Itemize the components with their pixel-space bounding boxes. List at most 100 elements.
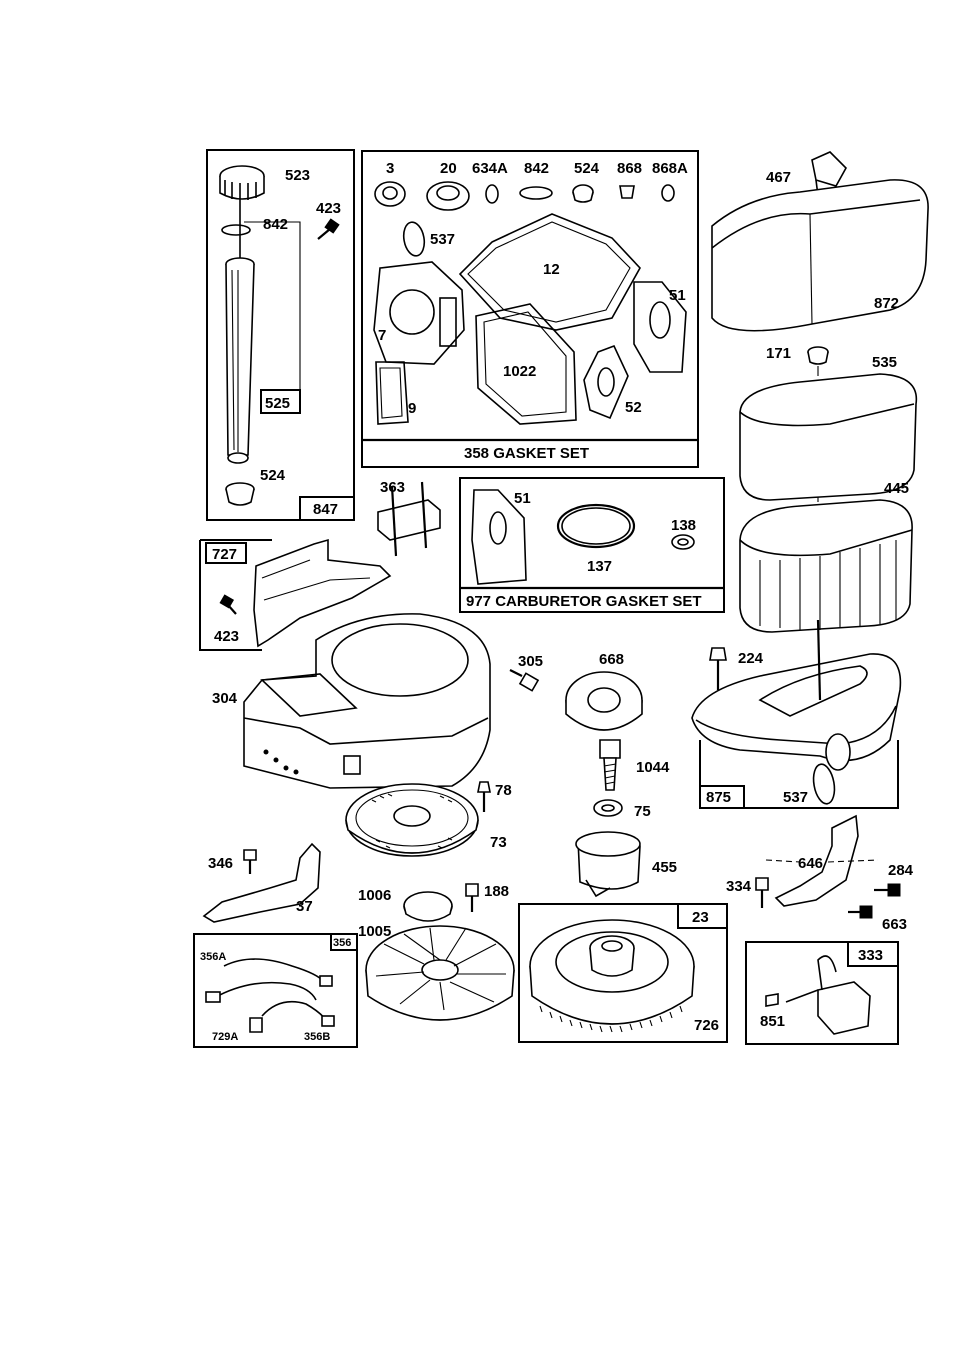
label-333: 333 <box>858 947 883 964</box>
label-334: 334 <box>726 878 752 895</box>
label-224: 224 <box>738 650 764 667</box>
label-1006: 1006 <box>358 887 391 904</box>
flywheel-group: 23 726 <box>519 904 727 1042</box>
gasket-52 <box>584 346 628 418</box>
label-356b: 356B <box>304 1031 330 1043</box>
label-634a: 634A <box>472 160 508 177</box>
label-12: 12 <box>543 261 560 278</box>
label-358-gasket-set: 358 GASKET SET <box>464 445 589 462</box>
label-847: 847 <box>313 501 338 518</box>
label-524: 524 <box>260 467 286 484</box>
screw-334 <box>756 878 768 908</box>
knob-467 <box>812 152 846 186</box>
oil-fill-tube-group: 523 842 423 525 524 847 <box>207 150 354 520</box>
label-524: 524 <box>574 160 600 177</box>
label-138: 138 <box>671 517 696 534</box>
label-9: 9 <box>408 400 416 417</box>
label-346: 346 <box>208 855 233 872</box>
gasket-137 <box>558 505 634 547</box>
label-868a: 868A <box>652 160 688 177</box>
label-455: 455 <box>652 859 677 876</box>
label-37: 37 <box>296 898 313 915</box>
screw-346 <box>244 850 256 874</box>
seal-3 <box>375 182 405 206</box>
air-cleaner-group: 467 872 171 535 445 <box>712 152 928 632</box>
screw-663 <box>848 906 872 918</box>
base-875 <box>692 654 900 761</box>
label-1044: 1044 <box>636 759 670 776</box>
label-356: 356 <box>333 937 351 949</box>
terminal-729a <box>250 1018 262 1032</box>
screw-188 <box>466 884 478 912</box>
o-ring-842 <box>520 187 552 199</box>
label-423: 423 <box>214 628 239 645</box>
gasket-7 <box>374 262 464 364</box>
label-977-carburetor-gasket-set: 977 CARBURETOR GASKET SET <box>466 593 702 610</box>
label-23: 23 <box>692 909 709 926</box>
label-875: 875 <box>706 789 731 806</box>
label-842: 842 <box>524 160 549 177</box>
blower-housing-group: 304 <box>212 614 490 788</box>
label-445: 445 <box>884 480 909 497</box>
center-parts-group: 305 668 1044 75 455 <box>510 651 677 896</box>
label-668: 668 <box>599 651 624 668</box>
fill-tube <box>226 264 254 455</box>
label-537: 537 <box>783 789 808 806</box>
air-cleaner-base-group: 224 875 537 <box>692 620 900 808</box>
gasket-set-group: 3 20 634A 842 524 868 868A 537 12 51 7 1… <box>362 151 698 467</box>
label-525: 525 <box>265 395 290 412</box>
label-137: 137 <box>587 558 612 575</box>
washer-75 <box>594 800 622 816</box>
rotating-screen-group: 78 73 <box>346 782 512 856</box>
carburetor-gasket-set-group: 51 137 138 977 CARBURETOR GASKET SET <box>460 478 724 612</box>
screw-78 <box>478 782 490 812</box>
label-537: 537 <box>430 231 455 248</box>
label-851: 851 <box>760 1013 785 1030</box>
clip-851 <box>766 994 778 1006</box>
label-423: 423 <box>316 200 341 217</box>
label-363: 363 <box>380 479 405 496</box>
wire-356b <box>262 1002 326 1020</box>
label-73: 73 <box>490 834 507 851</box>
label-78: 78 <box>495 782 512 799</box>
label-535: 535 <box>872 354 897 371</box>
label-646: 646 <box>798 855 823 872</box>
label-356a: 356A <box>200 951 226 963</box>
guide-37-group: 346 37 <box>204 844 320 922</box>
label-726: 726 <box>694 1017 719 1034</box>
label-171: 171 <box>766 345 791 362</box>
label-188: 188 <box>484 883 509 900</box>
wire-harness-group: 356 356A 729A 356B <box>194 934 357 1047</box>
screw-224 <box>710 648 726 690</box>
screw-284 <box>874 884 900 896</box>
o-ring <box>222 225 250 235</box>
label-284: 284 <box>888 862 914 879</box>
label-729a: 729A <box>212 1031 238 1043</box>
label-52: 52 <box>625 399 642 416</box>
screw-423 <box>220 595 236 614</box>
spacer-363 <box>378 500 440 540</box>
label-1005: 1005 <box>358 923 391 940</box>
label-3: 3 <box>386 160 394 177</box>
seal-868a <box>662 185 674 201</box>
wire-356a <box>224 959 324 982</box>
screw-423 <box>318 219 339 239</box>
filter-445 <box>740 500 912 632</box>
screw-305 <box>510 670 538 691</box>
armature-group: 333 851 <box>746 942 898 1044</box>
label-842: 842 <box>263 216 288 233</box>
label-467: 467 <box>766 169 791 186</box>
label-727: 727 <box>212 546 237 563</box>
label-305: 305 <box>518 653 543 670</box>
armature-333 <box>818 982 870 1034</box>
label-872: 872 <box>874 295 899 312</box>
spacer-363-group: 363 <box>378 479 440 556</box>
bracket-646-group: 646 284 334 663 <box>726 816 914 933</box>
gasket-537 <box>401 221 427 258</box>
label-663: 663 <box>882 916 907 933</box>
seal-634a <box>486 185 498 203</box>
label-51: 51 <box>514 490 531 507</box>
label-523: 523 <box>285 167 310 184</box>
label-20: 20 <box>440 160 457 177</box>
